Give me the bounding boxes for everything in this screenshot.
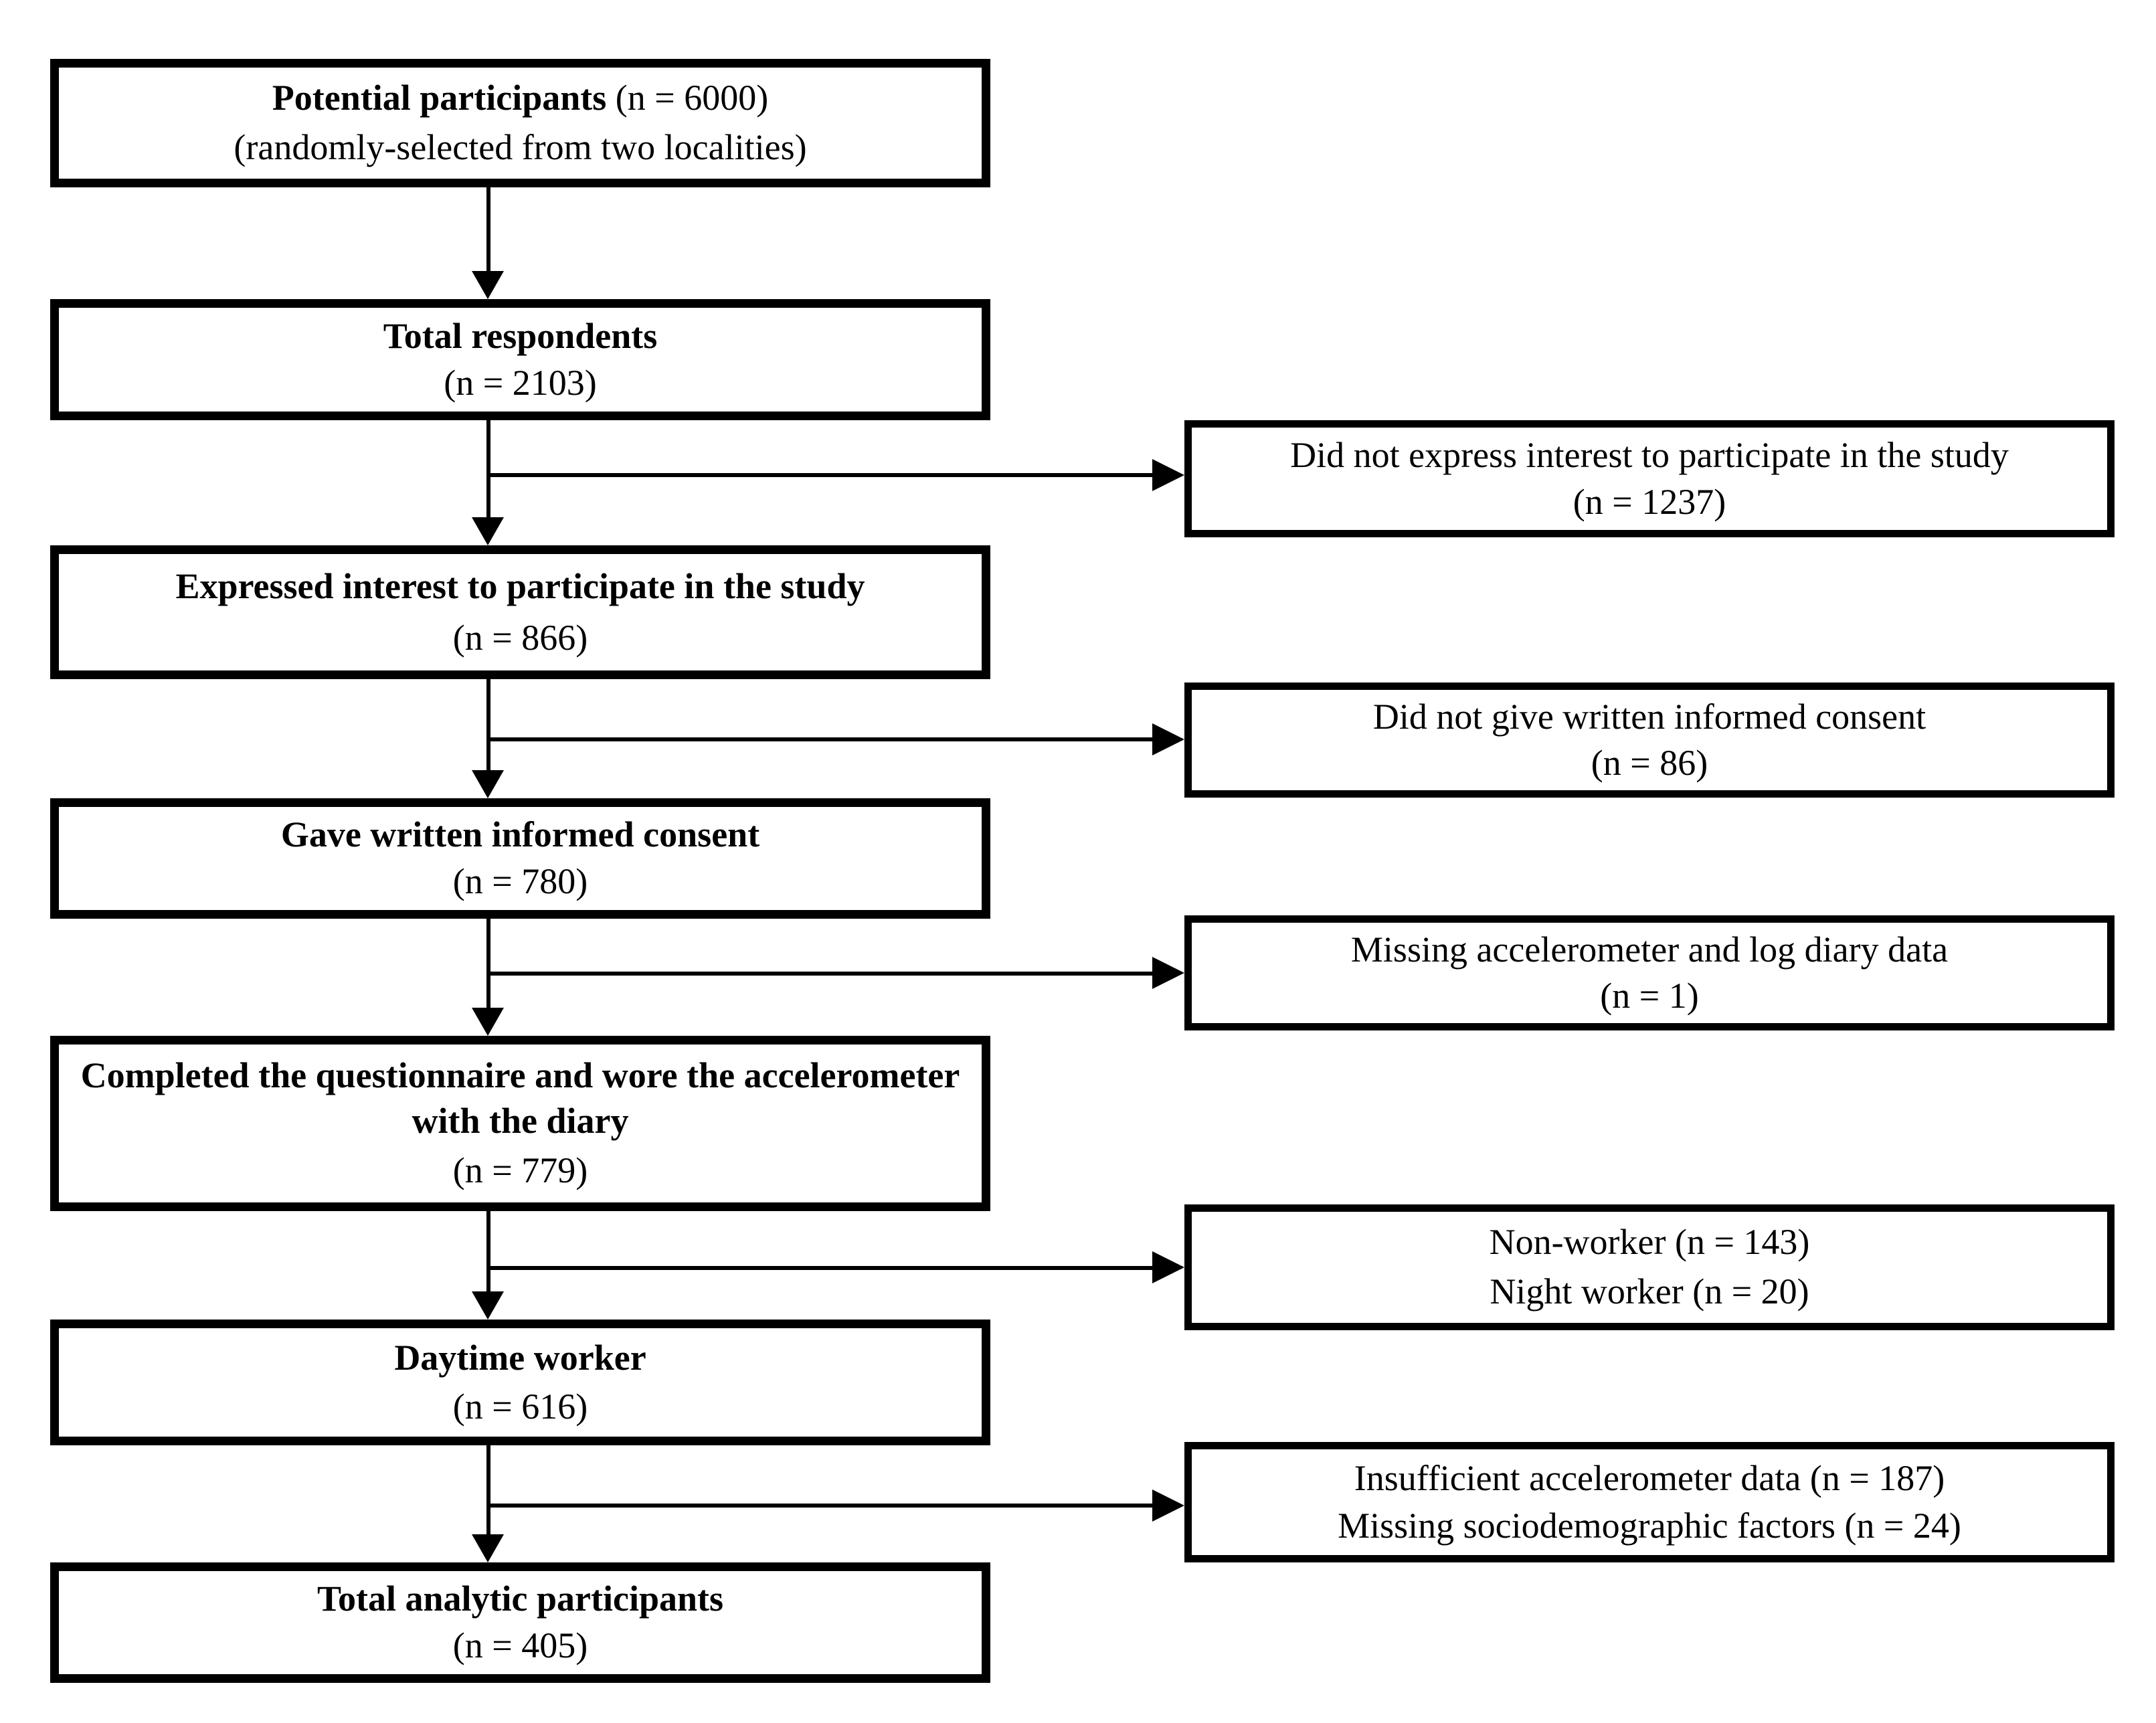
arrow-down-icon xyxy=(472,1291,504,1320)
side-box-line1: Did not give written informed consent xyxy=(1372,697,1926,737)
side-box-line1: Insufficient accelerometer data (n = 187… xyxy=(1354,1457,1945,1498)
side-box-line2: Night worker (n = 20) xyxy=(1490,1271,1809,1312)
connector-line-2 xyxy=(486,420,490,517)
box-count: (n = 2103) xyxy=(444,362,597,403)
side-box-no-interest: Did not express interest to participate … xyxy=(1184,420,2115,537)
branch-line-5 xyxy=(488,1504,1152,1508)
side-box-line1: Non-worker (n = 143) xyxy=(1489,1222,1810,1263)
connector-line-1 xyxy=(486,187,490,271)
box-count: (n = 779) xyxy=(452,1150,588,1191)
box-count: (n = 6000) xyxy=(615,78,769,118)
flow-box-total-respondents: Total respondents (n = 2103) xyxy=(50,299,990,420)
box-title: Potential participants xyxy=(272,78,607,118)
arrow-down-icon xyxy=(472,517,504,545)
box-title: Expressed interest to participate in the… xyxy=(175,566,865,606)
flow-box-completed-questionnaire: Completed the questionnaire and wore the… xyxy=(50,1036,990,1211)
branch-line-1 xyxy=(488,473,1152,477)
arrow-right-icon xyxy=(1152,1251,1184,1283)
box-title: Total analytic participants xyxy=(317,1578,724,1619)
box-title: Gave written informed consent xyxy=(280,814,760,855)
branch-line-3 xyxy=(488,972,1152,976)
side-box-line2: (n = 1237) xyxy=(1573,481,1726,522)
arrow-down-icon xyxy=(472,1534,504,1562)
arrow-right-icon xyxy=(1152,1489,1184,1522)
connector-line-5 xyxy=(486,1211,490,1291)
flow-box-potential-participants: Potential participants (n = 6000) (rando… xyxy=(50,59,990,187)
arrow-down-icon xyxy=(472,770,504,798)
flow-box-gave-consent: Gave written informed consent (n = 780) xyxy=(50,798,990,919)
flow-box-expressed-interest: Expressed interest to participate in the… xyxy=(50,545,990,679)
box-count: (n = 616) xyxy=(452,1386,588,1427)
box-count: (n = 405) xyxy=(452,1625,588,1666)
connector-line-6 xyxy=(486,1445,490,1534)
flow-box-total-analytic: Total analytic participants (n = 405) xyxy=(50,1562,990,1683)
box-note: (randomly-selected from two localities) xyxy=(234,127,807,168)
arrow-right-icon xyxy=(1152,723,1184,755)
flow-box-daytime-worker: Daytime worker (n = 616) xyxy=(50,1320,990,1445)
arrow-down-icon xyxy=(472,1008,504,1036)
side-box-no-consent: Did not give written informed consent (n… xyxy=(1184,683,2115,798)
arrow-down-icon xyxy=(472,271,504,299)
connector-line-4 xyxy=(486,919,490,1008)
branch-line-4 xyxy=(488,1266,1152,1270)
box-count: (n = 780) xyxy=(452,861,588,902)
side-box-line1: Missing accelerometer and log diary data xyxy=(1350,929,1949,970)
side-box-line2: (n = 1) xyxy=(1600,975,1699,1016)
box-title: Total respondents xyxy=(383,315,658,356)
side-box-missing-accel-diary: Missing accelerometer and log diary data… xyxy=(1184,915,2115,1030)
side-box-insufficient-data: Insufficient accelerometer data (n = 187… xyxy=(1184,1442,2115,1562)
connector-line-3 xyxy=(486,679,490,770)
side-box-non-night-worker: Non-worker (n = 143) Night worker (n = 2… xyxy=(1184,1204,2115,1330)
arrow-right-icon xyxy=(1152,957,1184,989)
side-box-line2: Missing sociodemographic factors (n = 24… xyxy=(1338,1505,1961,1546)
side-box-line2: (n = 86) xyxy=(1591,742,1708,783)
box-title: Daytime worker xyxy=(394,1338,646,1378)
arrow-right-icon xyxy=(1152,459,1184,491)
box-title: Completed the questionnaire and wore the… xyxy=(80,1055,960,1141)
box-count: (n = 866) xyxy=(452,617,588,658)
side-box-line1: Did not express interest to participate … xyxy=(1290,435,2009,475)
branch-line-2 xyxy=(488,737,1152,741)
box-title-line: Potential participants (n = 6000) xyxy=(74,76,967,121)
